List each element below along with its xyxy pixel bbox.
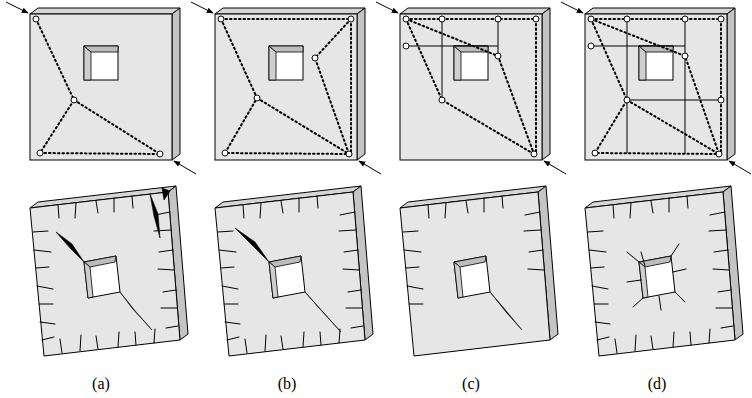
panel-label: (a) [92, 375, 110, 393]
panel-label: (c) [462, 375, 480, 393]
panel-label-holder: (b) [278, 375, 297, 393]
panel-label: (b) [278, 375, 297, 393]
panel-label: (d) [648, 375, 667, 393]
panel-label-holder: (a) [92, 375, 110, 393]
panel-label-holder: (c) [462, 375, 480, 393]
panel-label-holder: (d) [648, 375, 667, 393]
